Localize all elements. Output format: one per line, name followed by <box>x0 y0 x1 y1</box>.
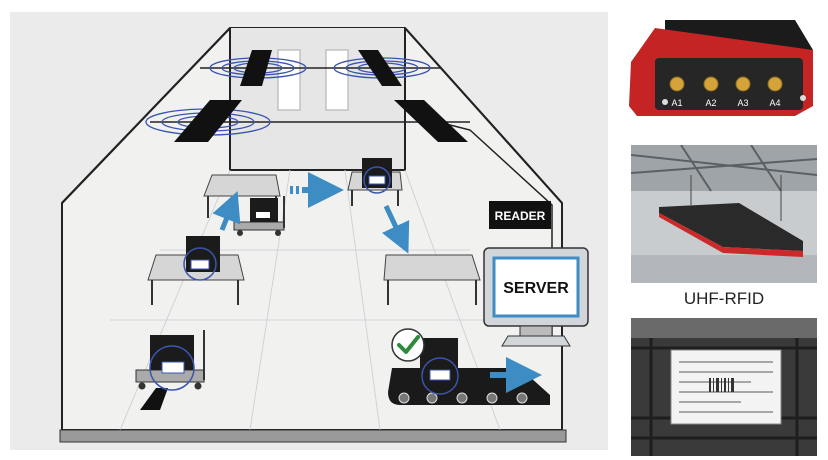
conveyor-belt <box>388 338 550 405</box>
ceiling-antenna-3 <box>145 100 271 142</box>
box-cart-front <box>149 345 195 391</box>
reader-label: READER <box>495 209 546 223</box>
signal-waves-icon <box>149 345 195 391</box>
reader-device: READER <box>489 201 551 229</box>
rfid-tag-icon <box>429 369 451 381</box>
rfid-warehouse-scene: READER SERVER <box>10 12 608 450</box>
signal-waves-icon <box>183 247 217 281</box>
window-right <box>325 49 349 111</box>
rfid-tag-icon <box>161 361 185 374</box>
arrow-down-right <box>382 204 410 254</box>
checkmark-icon <box>391 328 425 362</box>
ceiling-antenna-2 <box>333 50 431 86</box>
server-label: SERVER <box>503 280 569 297</box>
box-back-right <box>362 158 392 194</box>
arrow-up <box>212 191 241 231</box>
flow-arrows <box>212 172 542 393</box>
server-monitor: SERVER <box>483 247 589 347</box>
ceiling-antenna-4 <box>394 100 468 142</box>
floor-grid <box>110 169 520 431</box>
floor-base <box>59 429 567 443</box>
reader-port-a3: A3 <box>737 98 748 108</box>
uhf-rfid-caption: UHF-RFID <box>683 289 765 308</box>
window-left <box>277 49 301 111</box>
reader-port-a2: A2 <box>705 98 716 108</box>
uhf-antenna-photo <box>631 145 817 283</box>
table-mid-right <box>383 254 481 305</box>
tagged-crate-photo <box>631 318 817 456</box>
ceiling-antenna-1 <box>209 50 307 86</box>
cart-back <box>233 196 285 236</box>
signal-waves-icon <box>363 166 391 194</box>
back-wall <box>229 28 406 171</box>
rfid-tag-icon <box>190 259 210 270</box>
reader-box <box>489 201 551 229</box>
reader-device-photo: A1 A2 A3 A4 <box>625 10 817 128</box>
reader-port-a4: A4 <box>769 98 780 108</box>
rfid-tag-icon <box>368 175 386 185</box>
arrow-right-top <box>290 172 344 208</box>
box-mid-left <box>183 236 220 281</box>
reader-port-a1: A1 <box>671 98 682 108</box>
signal-waves-icon <box>421 357 459 395</box>
